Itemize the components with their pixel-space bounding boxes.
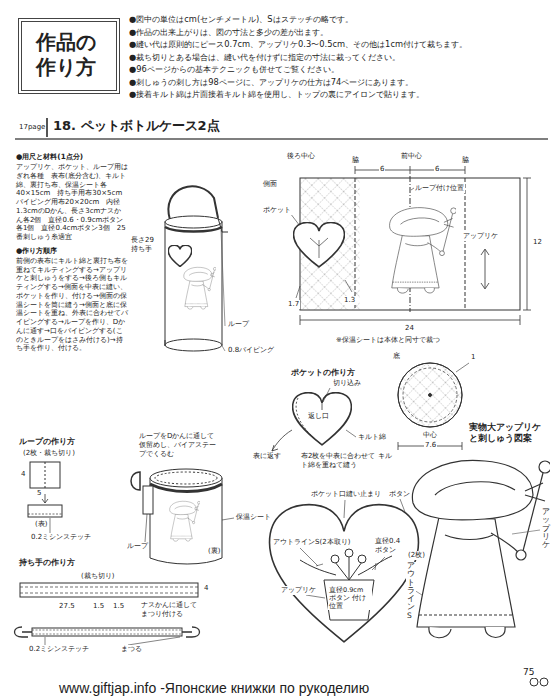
part-label: 直径0.4 ボタン	[374, 537, 406, 555]
dimension: 5	[36, 489, 42, 498]
step-note: ループをDかんに通して 仮留めし、バイアステープでくるむ	[138, 432, 222, 458]
note-text: ●刺しゅうの刺し方は98ページに、アップリケの仕方は74ページにあります。	[128, 77, 555, 87]
part-label: ポケット	[262, 206, 292, 215]
part-label: 側面	[262, 180, 278, 189]
order-heading: ●作り方順序	[16, 246, 128, 255]
step-note: 布2枚を中表に合わせて キルト綿を重ねて縫う	[300, 452, 397, 470]
step-label: 切り込み	[332, 379, 362, 388]
part-label: アップリケ	[280, 586, 317, 595]
dimension: 4	[20, 470, 26, 479]
page-ref: 17page	[18, 123, 46, 132]
part-label: 0.8パイピング	[227, 346, 275, 355]
step-label: (裁ち切り)	[80, 572, 115, 581]
note-text: ※保温シートは本体と同寸で裁つ	[335, 336, 441, 345]
dimension: 1.5	[92, 602, 105, 611]
note-text: ●96ページからの基本テクニックも併せてご覧ください。	[128, 64, 555, 74]
note-text: ●接着キルト綿は片面接着キルト綿を使用し、トップの裏にアイロンで貼ります。	[128, 89, 555, 99]
part-label: 保温シート	[235, 513, 272, 522]
note-text: ●裁ち切りとある場合は、縫い代を付けずに指定の寸法に裁ってください。	[128, 52, 555, 62]
side-label: (表)	[34, 520, 48, 529]
heading-text: 作品の作り方	[36, 30, 100, 80]
dimension: 7.6	[424, 441, 437, 450]
step-label: (2枚・裁ち切り)	[22, 449, 76, 458]
center-label: 中心	[422, 431, 438, 440]
step-label: 表に返す	[252, 452, 282, 461]
watermark: www.giftjap.info -Японские книжки по рук…	[58, 680, 370, 698]
page-number: 75	[522, 667, 535, 678]
stitch-label: 0.2ミシンステッチ	[28, 645, 90, 654]
center-label: 前中心	[400, 152, 423, 161]
dimension: 1.7	[287, 300, 300, 309]
side-label: 脇	[351, 156, 360, 165]
material-heading: ●用尺と材料(1点分)	[16, 152, 128, 161]
dimension: 27.5	[58, 602, 76, 611]
part-label: ループ	[126, 542, 149, 551]
note-text: ●作品の出来上がりは、図の寸法と多少の差が出ます。	[128, 27, 555, 37]
part-label: ボタン	[388, 490, 411, 499]
material-text: アップリケ、ポケット、ループ用はぎれ各種 表布(底分含む)、キルト綿、裏打ち布、…	[16, 163, 128, 242]
part-label: キルト綿	[357, 433, 387, 442]
stitch-label: 0.2ミシンステッチ	[30, 533, 92, 542]
part-label: (2枚)	[407, 551, 426, 560]
section-title: 18. ペットボトルケース2点	[52, 118, 221, 134]
dimension: 24	[404, 324, 415, 333]
part-label: 底	[392, 352, 401, 361]
note-text: ●縫い代は原則的にピース0.7cm、アップリケ0.3〜0.5cm、その他は1cm…	[128, 39, 555, 49]
step-heading: ループの作り方	[18, 437, 76, 446]
position-label: ループ付け位置	[414, 184, 465, 193]
dimension: 1	[470, 353, 476, 362]
step-heading: 持ち手の作り方	[18, 558, 76, 567]
part-label: 直径0.9cm ボタン 付け位置	[328, 586, 372, 610]
part-label: アップリケ	[541, 508, 551, 549]
order-text: 前側の表布にキルト綿と裏打ち布を重ねてキルティングする→アップリケと刺しゅうをす…	[16, 257, 128, 353]
note-text: ●図中の単位はcm(センチメートル)、Sはステッチの略です。	[128, 14, 555, 24]
dimension: 4	[203, 584, 209, 593]
side-label: (裏)	[207, 547, 221, 556]
pattern-heading: 実物大アップリケと刺しゅう図案	[468, 422, 550, 443]
dimension: 12	[532, 238, 543, 247]
text-column: ●用尺と材料(1点分) アップリケ、ポケット、ループ用はぎれ各種 表布(底分含む)…	[16, 148, 128, 355]
dimension: 6	[434, 165, 440, 174]
stitch-label: まつる	[120, 645, 143, 654]
heading-box: 作品の作り方	[18, 18, 120, 94]
stitch-label: アウトラインS(2本取り)	[272, 538, 351, 547]
step-heading: ポケットの作り方	[290, 368, 356, 377]
side-label: 脇	[461, 156, 470, 165]
step-note: ナスかんに通して まつり付ける	[140, 601, 206, 619]
position-label: ポケット口縫い止まり	[310, 490, 382, 499]
step-label: 返し口	[307, 412, 330, 421]
part-label: 長さ29 持ち手	[130, 236, 162, 254]
stitch-label: アウトラインS	[406, 562, 416, 620]
part-label: アップリケ	[462, 232, 499, 241]
dimension: 1.3	[343, 296, 356, 305]
dimension: 1.5	[112, 602, 125, 611]
dimension: 6	[379, 165, 385, 174]
center-label: 後ろ中心	[286, 152, 316, 161]
part-label: ループ	[227, 320, 250, 329]
